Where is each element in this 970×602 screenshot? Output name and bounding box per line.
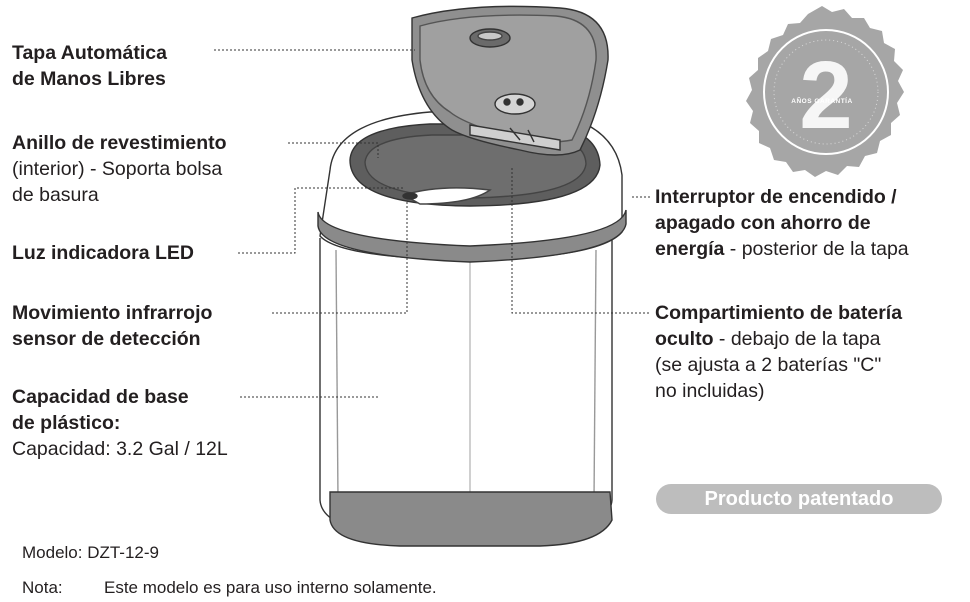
model-text: Modelo: DZT-12-9 — [22, 543, 159, 562]
badge-text: AÑOS GARANTÍA — [791, 98, 853, 105]
battery-label: Compartimiento de batería oculto - debaj… — [655, 302, 903, 402]
switch-label: Interruptor de encendido / apagado con a… — [655, 186, 909, 260]
badge-number: 2 — [799, 42, 852, 149]
lid-label: Tapa Automática de Manos Libres — [12, 42, 167, 90]
trash-can-icon — [317, 5, 627, 547]
warranty-badge-icon: 2 — [746, 6, 904, 177]
led-label: Luz indicadora LED — [12, 242, 195, 264]
sensor-label: Movimiento infrarrojo sensor de detecció… — [12, 302, 213, 350]
note-label: Nota: — [22, 578, 63, 597]
ring-label: Anillo de revestimiento (interior) - Sop… — [12, 132, 227, 206]
leader-lines — [214, 49, 650, 398]
note-text: Este modelo es para uso interno solament… — [104, 578, 437, 597]
base-label: Capacidad de base de plástico: Capacidad… — [12, 386, 228, 460]
patent-badge: Producto patentado — [656, 484, 942, 514]
